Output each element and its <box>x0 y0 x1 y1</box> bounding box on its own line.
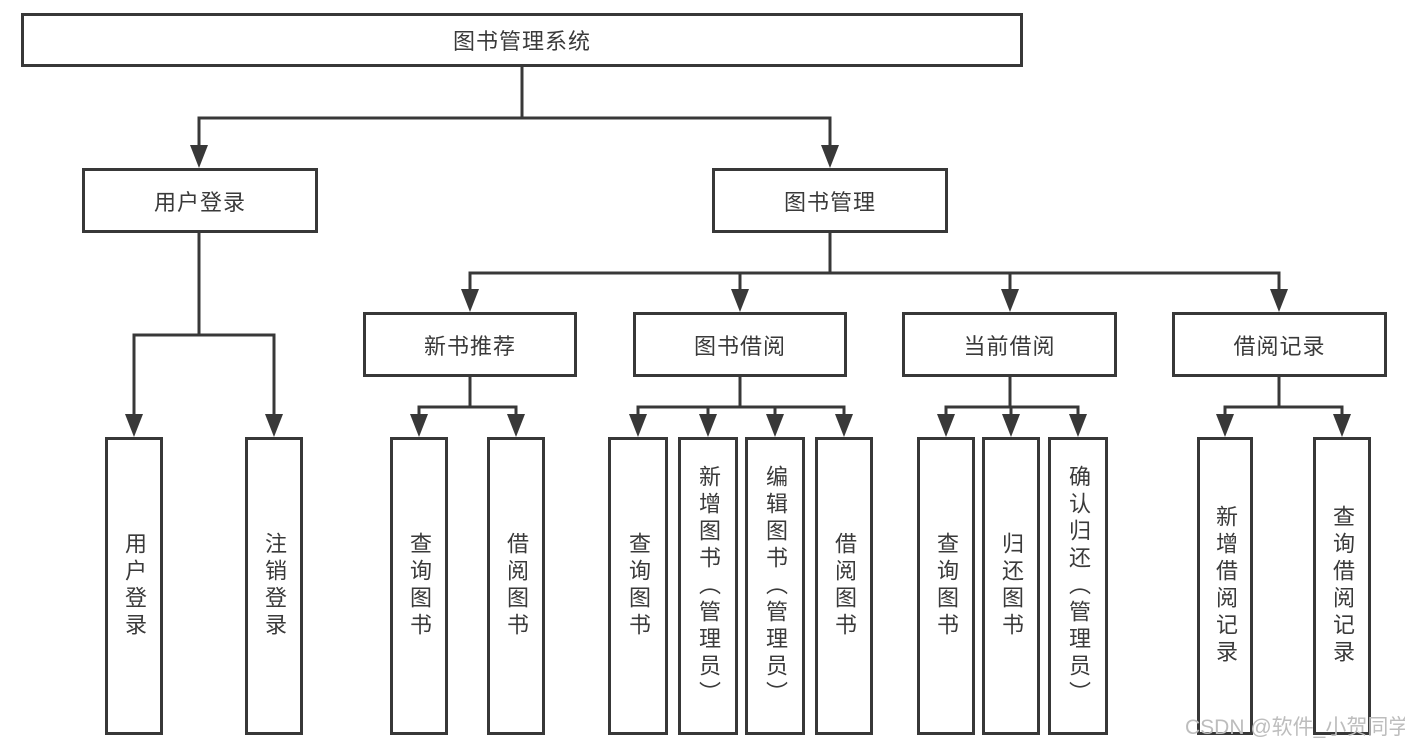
node-book-borrow: 图书借阅 <box>633 312 847 377</box>
leaf-logout: 注销登录 <box>245 437 303 735</box>
leaf-current-query-books: 查询图书 <box>917 437 975 735</box>
node-user-login: 用户登录 <box>82 168 318 233</box>
node-borrow-records: 借阅记录 <box>1172 312 1387 377</box>
node-label: 归还图书 <box>999 532 1024 640</box>
node-label: 图书管理 <box>783 189 876 215</box>
node-label: 查询图书 <box>407 532 432 640</box>
leaf-records-add-record: 新增借阅记录 <box>1197 437 1253 735</box>
node-label: 当前借阅 <box>963 333 1056 359</box>
node-label: 借阅图书 <box>832 532 857 640</box>
node-label: 查询借阅记录 <box>1330 505 1355 667</box>
csdn-watermark: CSDN @软件_小贺同学 <box>1185 716 1405 739</box>
node-label: 借阅记录 <box>1233 333 1326 359</box>
node-current-borrow: 当前借阅 <box>902 312 1117 377</box>
leaf-recommend-query-books: 查询图书 <box>390 437 448 735</box>
node-label: 新增借阅记录 <box>1213 505 1238 667</box>
leaf-borrow-add-books: 新增图书（管理员） <box>678 437 738 735</box>
node-label: 注销登录 <box>262 532 287 640</box>
node-label: 新书推荐 <box>423 333 516 359</box>
node-label: 查询图书 <box>934 532 959 640</box>
leaf-borrow-edit-books: 编辑图书（管理员） <box>745 437 805 735</box>
node-label: 查询图书 <box>626 532 651 640</box>
node-label: 新增图书（管理员） <box>696 464 721 708</box>
node-label: 用户登录 <box>122 532 147 640</box>
node-label: 用户登录 <box>153 189 246 215</box>
node-label: 图书管理系统 <box>452 29 591 54</box>
leaf-current-return-books: 归还图书 <box>982 437 1040 735</box>
leaf-borrow-borrow-books: 借阅图书 <box>815 437 873 735</box>
node-label: 借阅图书 <box>504 532 529 640</box>
node-book-management: 图书管理 <box>712 168 948 233</box>
leaf-borrow-query-books: 查询图书 <box>608 437 668 735</box>
leaf-recommend-borrow-books: 借阅图书 <box>487 437 545 735</box>
node-library-management-system: 图书管理系统 <box>21 13 1023 67</box>
node-label: 图书借阅 <box>693 333 786 359</box>
leaf-current-confirm-return: 确认归还（管理员） <box>1048 437 1108 735</box>
leaf-user-login: 用户登录 <box>105 437 163 735</box>
node-label: 确认归还（管理员） <box>1066 464 1091 708</box>
node-new-book-recommend: 新书推荐 <box>363 312 577 377</box>
node-label: 编辑图书（管理员） <box>763 464 788 708</box>
leaf-records-query-record: 查询借阅记录 <box>1313 437 1371 735</box>
